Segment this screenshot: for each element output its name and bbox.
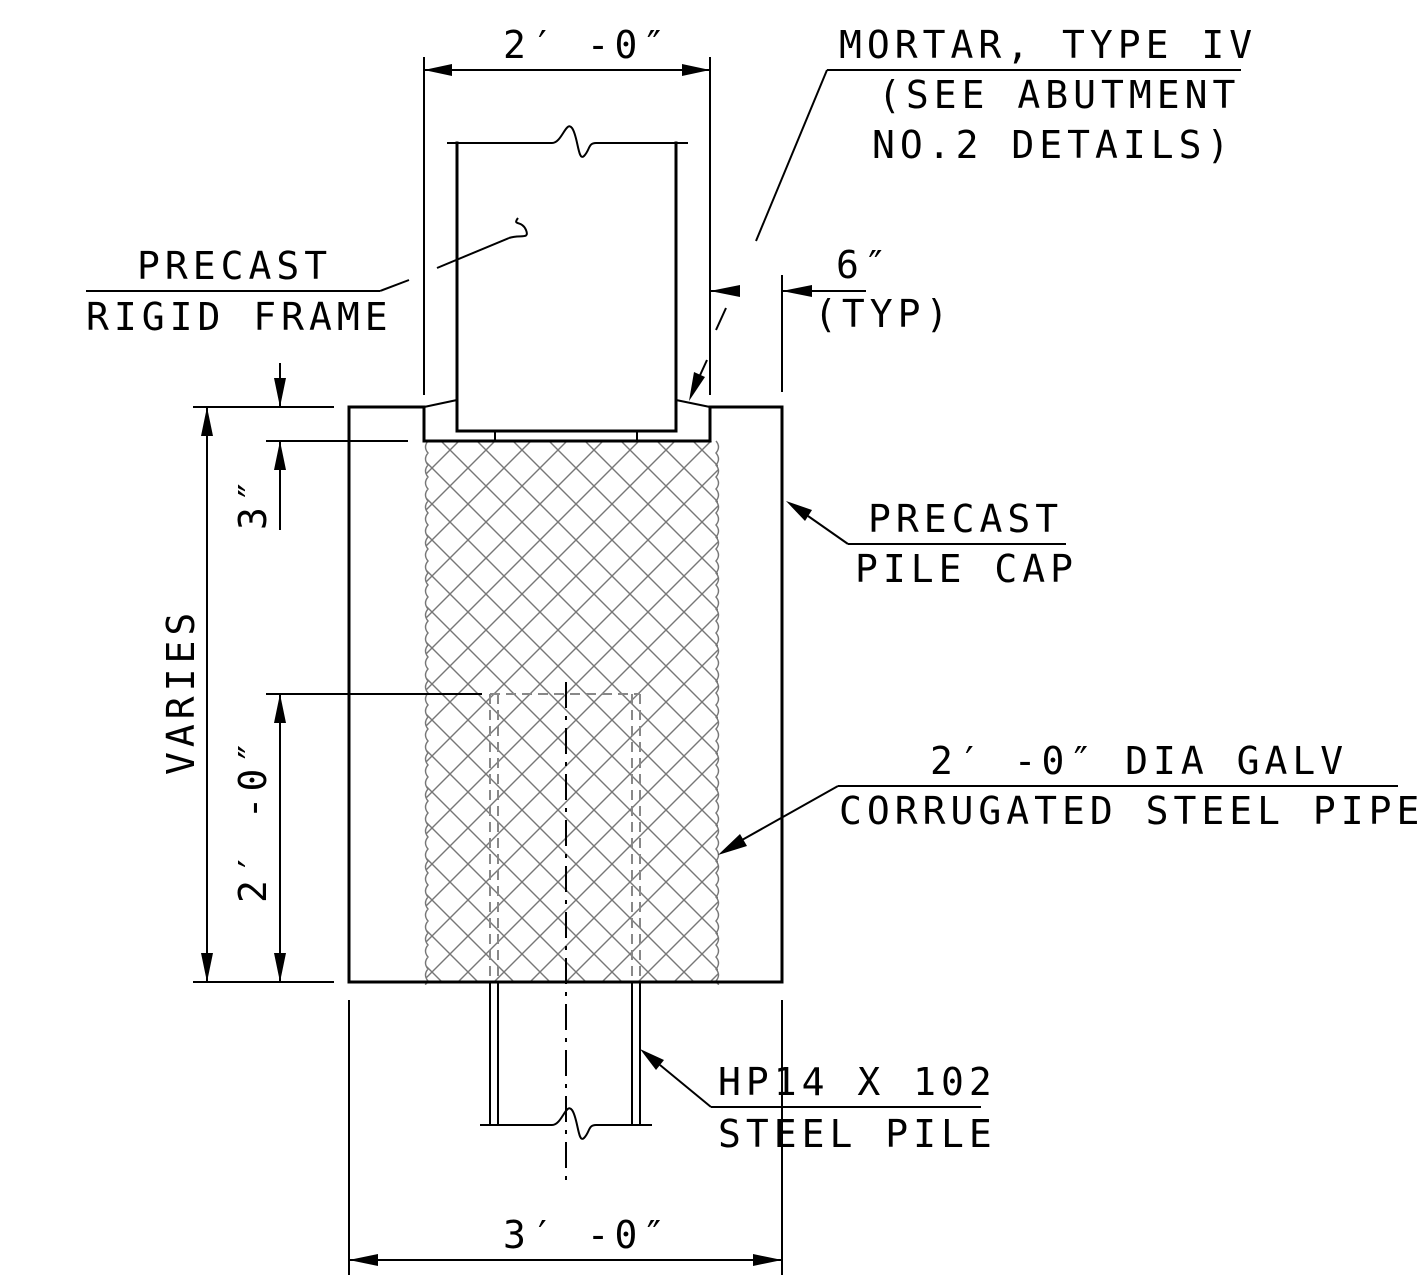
pipe-line-1: 2′ -0″ DIA GALV (930, 739, 1348, 783)
callout-mortar: MORTAR, TYPE IV (SEE ABUTMENT NO.2 DETAI… (689, 23, 1257, 401)
callout-precast-rigid-frame: PRECAST RIGID FRAME (86, 217, 528, 339)
dimension-6in: 6″ (TYP) (710, 243, 953, 392)
pile-line-2: STEEL PILE (718, 1112, 997, 1156)
corrugated-steel-pipe (424, 440, 720, 985)
precast-frame-line-2: RIGID FRAME (86, 295, 393, 339)
dim-varies-label: VARIES (159, 608, 203, 775)
callout-corrugated-pipe: 2′ -0″ DIA GALV CORRUGATED STEEL PIPE (718, 739, 1424, 855)
dimension-top-2ft: 2′ -0″ (424, 23, 710, 76)
dim-6in-typ-label: (TYP) (814, 292, 953, 336)
pile-cap-line-2: PILE CAP (855, 547, 1078, 591)
mortar-line-3: NO.2 DETAILS) (872, 123, 1234, 167)
pipe-line-2: CORRUGATED STEEL PIPE (839, 789, 1424, 833)
dim-embed-label: 2′ -0″ (231, 736, 275, 903)
pile-line-1: HP14 X 102 (718, 1060, 997, 1104)
dimension-bottom-3ft: 3′ -0″ (348, 1000, 783, 1275)
precast-frame-line-1: PRECAST (137, 244, 332, 288)
steel-pile (480, 982, 652, 1140)
dimension-3in: 3″ (231, 363, 408, 530)
dimension-embedment-2ft: 2′ -0″ (231, 693, 482, 982)
dim-bottom-label: 3′ -0″ (503, 1213, 670, 1257)
dimension-varies: VARIES (159, 406, 334, 983)
pipe-right-edge (715, 440, 720, 985)
dim-top-label: 2′ -0″ (503, 23, 670, 67)
mortar-line-2: (SEE ABUTMENT (878, 73, 1240, 117)
dim-3in-label: 3″ (231, 474, 275, 530)
pipe-left-edge (424, 440, 429, 985)
dim-6in-label: 6″ (836, 243, 892, 287)
embedded-pile-hidden-lines (489, 693, 641, 982)
callout-precast-pile-cap: PRECAST PILE CAP (786, 497, 1078, 591)
pile-cap-line-1: PRECAST (868, 497, 1063, 541)
precast-rigid-frame-leg (423, 57, 711, 433)
callout-steel-pile: HP14 X 102 STEEL PILE (640, 1049, 997, 1156)
mortar-line-1: MORTAR, TYPE IV (839, 23, 1257, 67)
